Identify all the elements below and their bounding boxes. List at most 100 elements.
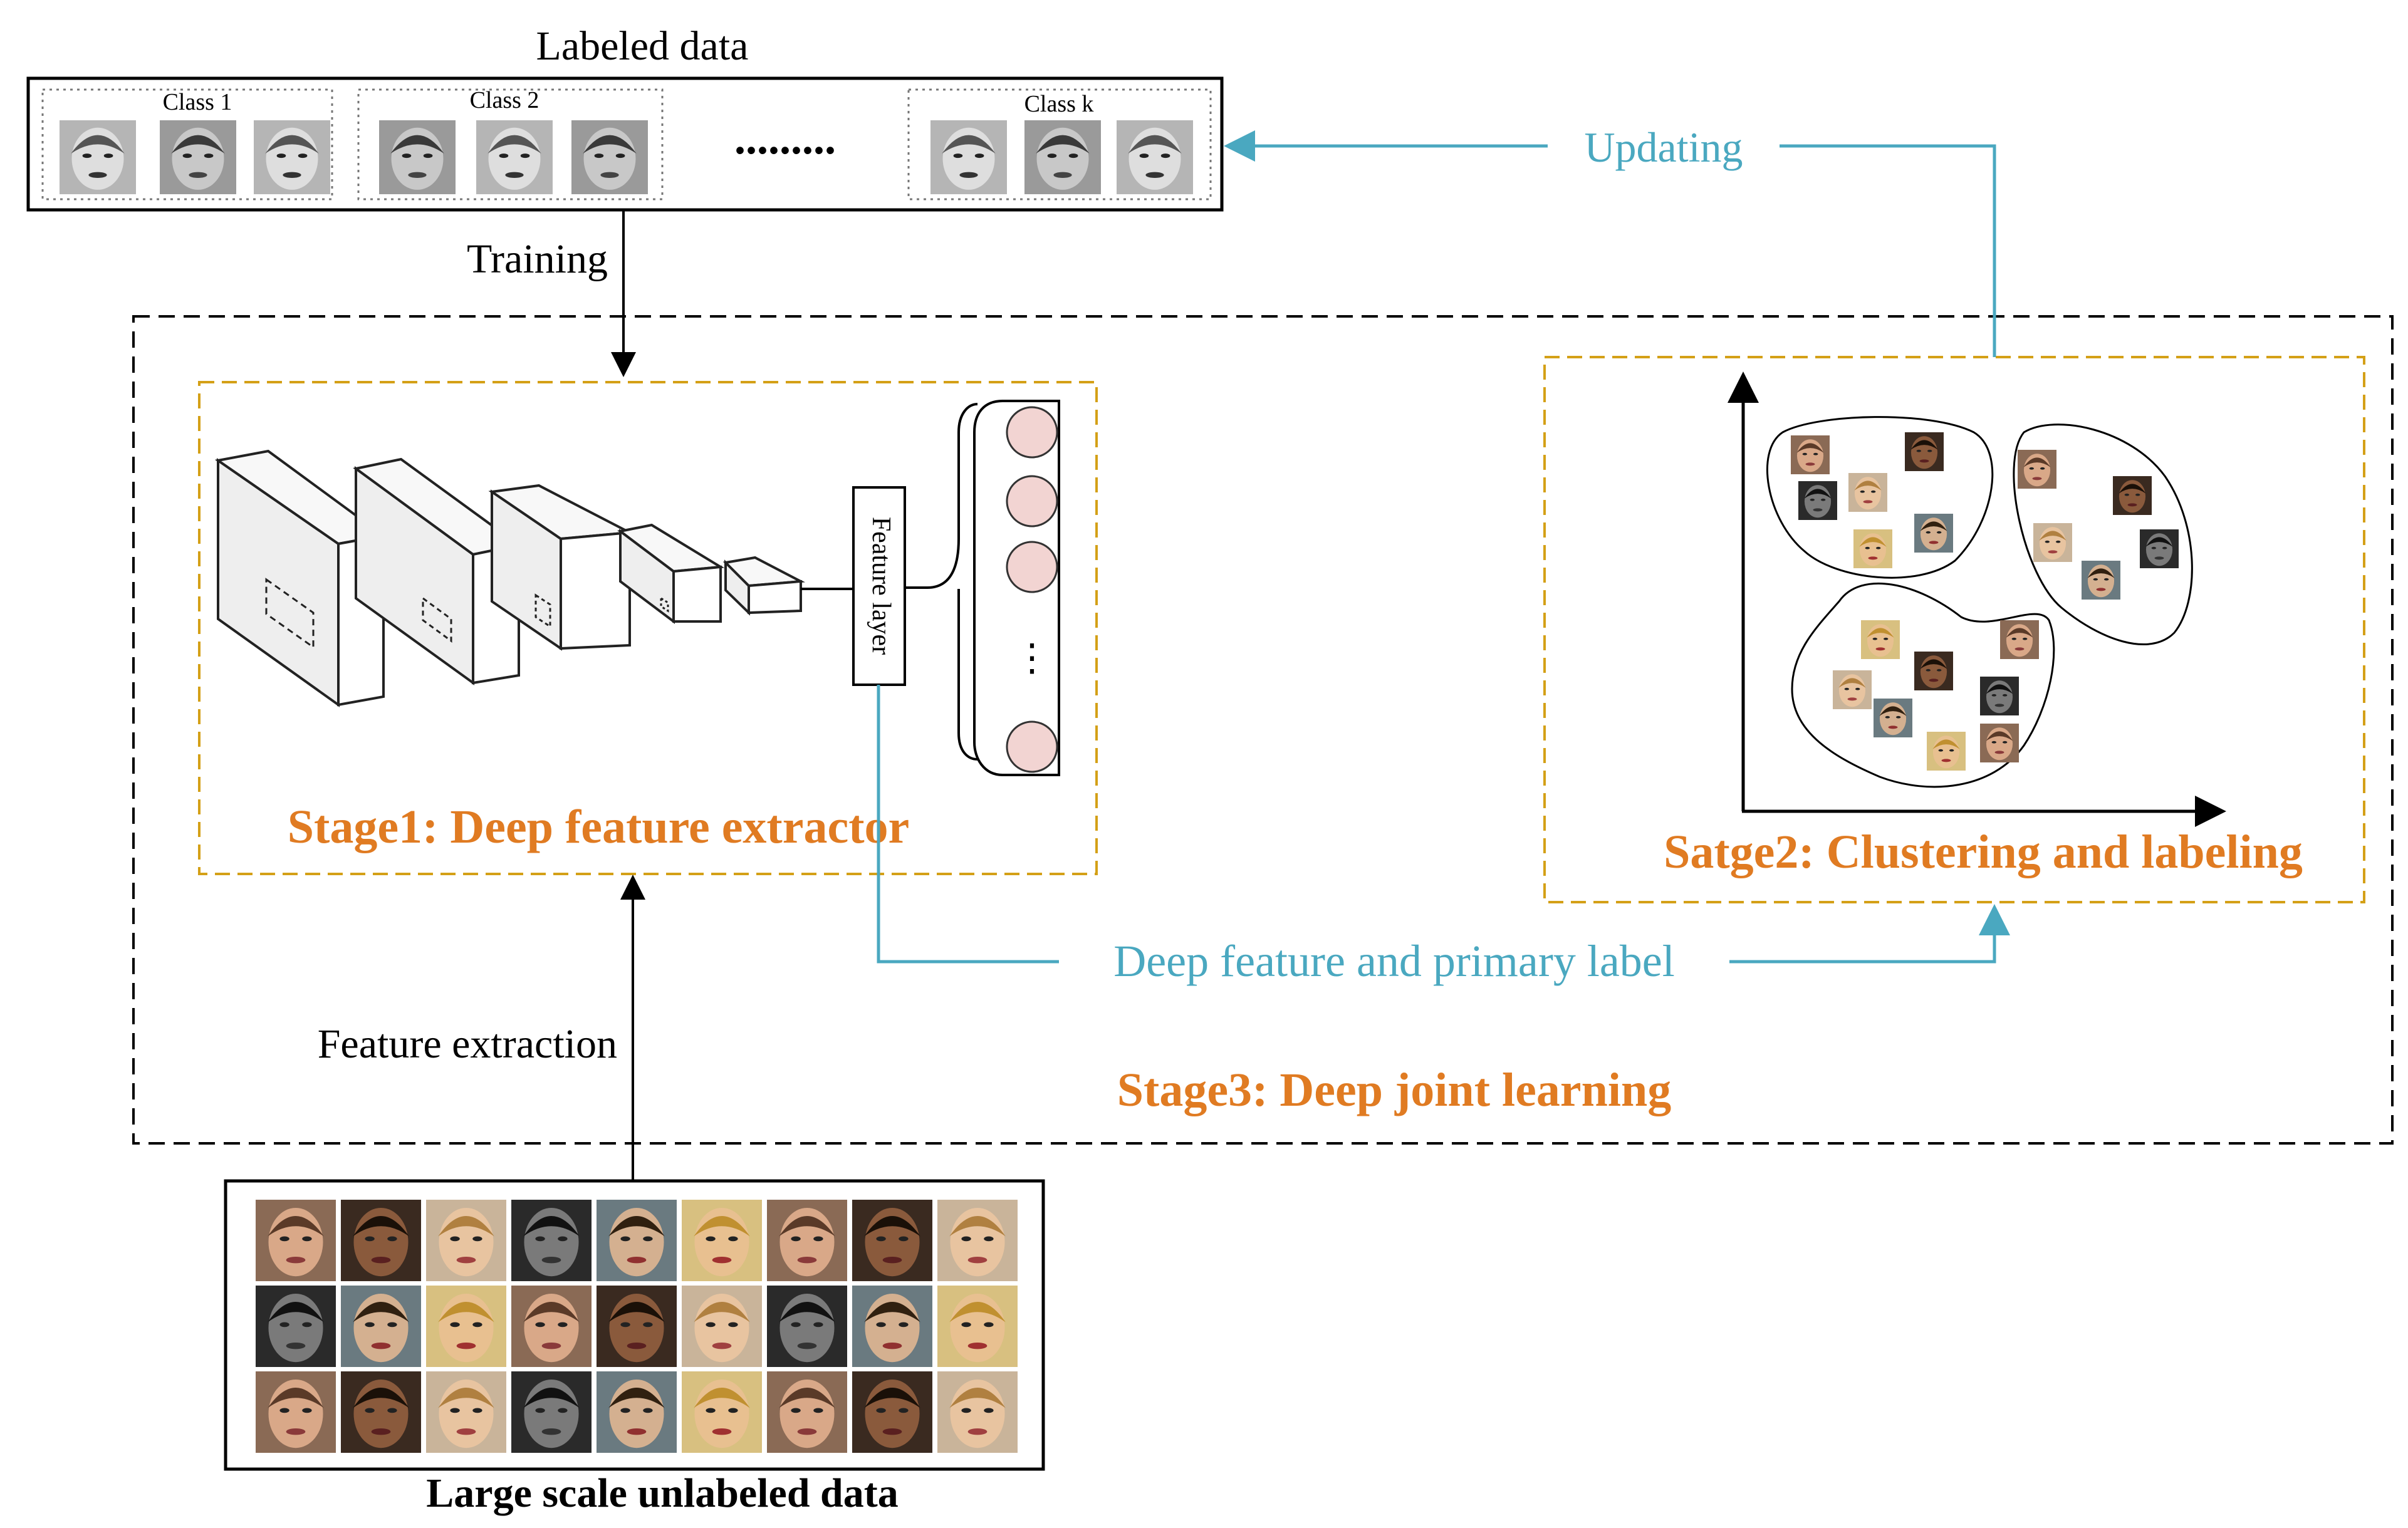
unlabeled-face-14 — [597, 1286, 677, 1367]
stage3-title: Stage3: Deep joint learning — [1117, 1064, 1671, 1116]
unlabeled-face-3 — [426, 1200, 506, 1281]
cluster-face-6 — [1853, 529, 1892, 568]
unlabeled-face-24 — [682, 1371, 762, 1453]
unlabeled-face-16 — [767, 1286, 847, 1367]
unlabeled-face-26 — [852, 1371, 932, 1453]
unlabeled-face-19 — [256, 1371, 336, 1453]
labeled-data-title: Labeled data — [536, 23, 749, 69]
unlabeled-face-18 — [937, 1286, 1018, 1367]
cluster-face-2 — [1905, 432, 1944, 471]
cnn-block-2-kernel — [422, 596, 452, 643]
labeled-face-2 — [160, 120, 236, 194]
labeled-face-4 — [379, 120, 456, 194]
class-1-group — [41, 88, 333, 200]
feature-extraction-label: Feature extraction — [318, 1021, 617, 1067]
labeled-face-group — [60, 120, 1193, 194]
unlabeled-face-grid — [256, 1200, 1018, 1453]
labeled-face-3 — [254, 120, 330, 194]
cnn-block-4-kernel — [660, 596, 669, 613]
labeled-face-6 — [571, 120, 648, 194]
cluster-face-18 — [1927, 732, 1966, 771]
unlabeled-data-title: Large scale unlabeled data — [426, 1470, 899, 1516]
class-2-label: Class 2 — [470, 87, 539, 113]
cnn-layers — [214, 449, 806, 707]
deep-feature-label: Deep feature and primary label — [1113, 936, 1675, 986]
cluster-face-17 — [1874, 699, 1912, 737]
cnn-block-5-front — [748, 579, 802, 615]
unlabeled-face-23 — [597, 1371, 677, 1453]
cluster-face-1 — [1791, 435, 1830, 474]
unlabeled-face-10 — [256, 1286, 336, 1367]
cluster-face-8 — [2113, 476, 2152, 515]
output-neuron-3 — [1006, 541, 1058, 593]
unlabeled-face-4 — [511, 1200, 592, 1281]
cluster-3 — [1791, 582, 2055, 788]
stage1-title: Stage1: Deep feature extractor — [288, 801, 910, 853]
cluster-face-group — [1791, 432, 2179, 771]
cluster-2 — [2013, 424, 2193, 646]
cnn-block-4-front — [672, 565, 722, 623]
stage2-title: Satge2: Clustering and labeling — [1664, 826, 2303, 878]
unlabeled-face-21 — [426, 1371, 506, 1453]
unlabeled-face-11 — [341, 1286, 421, 1367]
class-2-group — [357, 88, 664, 200]
stage3-box — [132, 315, 2394, 1145]
cluster-face-15 — [1833, 670, 1872, 709]
cnn-block-3-kernel — [534, 593, 551, 628]
unlabeled-face-8 — [852, 1200, 932, 1281]
class-1-label: Class 1 — [163, 89, 232, 115]
output-neuron-1 — [1006, 406, 1058, 459]
unlabeled-face-2 — [341, 1200, 421, 1281]
classes-ellipsis: ......... — [734, 113, 836, 164]
output-ellipsis: ⋮ — [1013, 637, 1051, 678]
labeled-face-7 — [930, 120, 1007, 194]
cluster-face-16 — [1980, 677, 2019, 715]
labeled-face-1 — [60, 120, 136, 194]
unlabeled-face-17 — [852, 1286, 932, 1367]
unlabeled-face-15 — [682, 1286, 762, 1367]
labeled-face-5 — [476, 120, 553, 194]
stage2-box — [1543, 356, 2365, 903]
unlabeled-face-25 — [767, 1371, 847, 1453]
feature-layer-box — [852, 486, 906, 686]
cnn-block-1-kernel — [265, 578, 315, 649]
cluster-face-13 — [2000, 620, 2039, 659]
unlabeled-face-12 — [426, 1286, 506, 1367]
feature-to-output-brace — [905, 403, 978, 761]
output-neuron-n — [1006, 720, 1058, 773]
unlabeled-face-20 — [341, 1371, 421, 1453]
unlabeled-face-9 — [937, 1200, 1018, 1281]
cnn-block-3-front — [560, 531, 631, 650]
training-label: Training — [467, 236, 608, 282]
cluster-face-3 — [1848, 473, 1887, 512]
unlabeled-face-5 — [597, 1200, 677, 1281]
cluster-face-7 — [2018, 450, 2056, 489]
output-neurons — [1006, 406, 1058, 773]
cluster-face-10 — [2140, 529, 2179, 568]
deep-feature-arrow-path — [877, 685, 1059, 964]
cluster-face-4 — [1798, 481, 1837, 520]
cluster-face-14 — [1914, 652, 1953, 690]
cluster-1 — [1766, 416, 1994, 579]
updating-arrow-path — [1780, 144, 1996, 357]
labeled-face-9 — [1117, 120, 1193, 194]
stage1-box — [198, 381, 1098, 875]
unlabeled-face-1 — [256, 1200, 336, 1281]
unlabeled-face-6 — [682, 1200, 762, 1281]
cluster-face-11 — [2082, 561, 2120, 600]
labeled-face-8 — [1024, 120, 1101, 194]
cluster-face-19 — [1980, 724, 2019, 762]
output-neuron-2 — [1006, 475, 1058, 528]
cluster-face-12 — [1861, 620, 1900, 659]
feature-layer-label: Feature layer — [867, 517, 895, 655]
deep-feature-arrow — [1729, 904, 2010, 964]
unlabeled-face-7 — [767, 1200, 847, 1281]
unlabeled-face-13 — [511, 1286, 592, 1367]
updating-label: Updating — [1584, 123, 1743, 171]
unlabeled-face-27 — [937, 1371, 1018, 1453]
cluster-face-9 — [2033, 523, 2072, 562]
unlabeled-face-22 — [511, 1371, 592, 1453]
cluster-face-5 — [1914, 514, 1953, 553]
